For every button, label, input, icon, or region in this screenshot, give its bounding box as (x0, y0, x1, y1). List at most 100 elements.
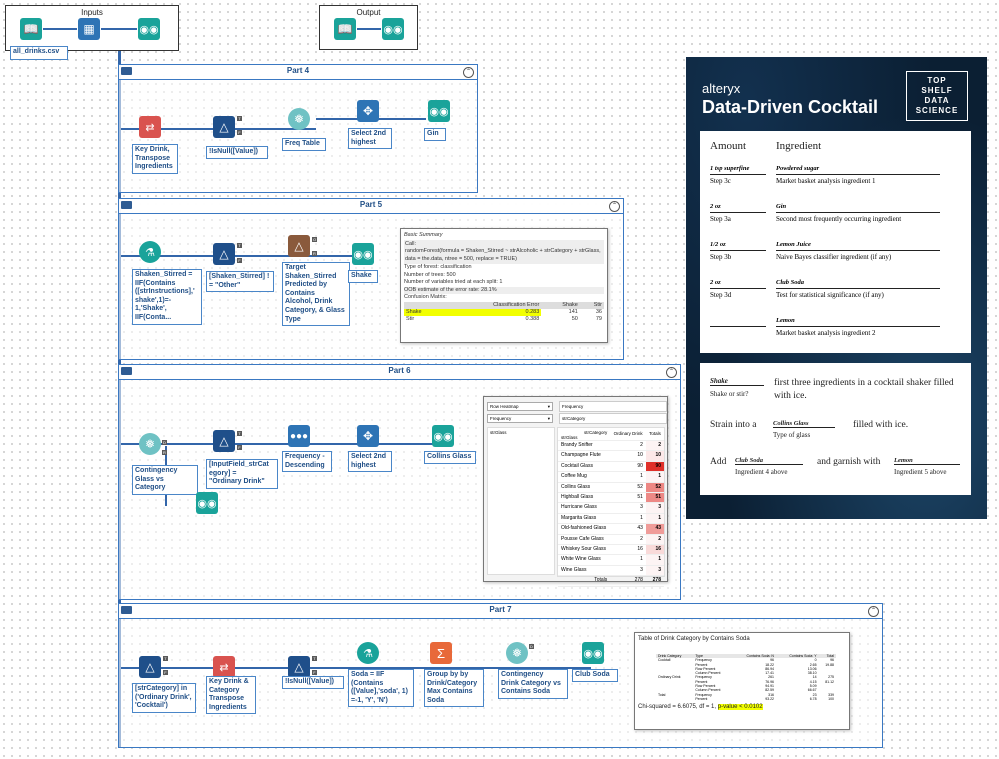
select-records-tool[interactable]: ✥ (357, 100, 379, 122)
true-anchor[interactable]: T (237, 243, 242, 248)
row-field-area[interactable]: strGlass (487, 427, 555, 575)
browse-tool[interactable]: ◉◉ (138, 18, 160, 40)
false-anchor[interactable]: F (237, 445, 242, 450)
amount-step: Step 3c (710, 177, 731, 185)
tool-label[interactable]: !IsNull([Value]) (282, 676, 344, 689)
container-icon (121, 367, 132, 375)
container-icon (121, 67, 132, 75)
tool-label[interactable]: Contingency Drink Category vs Contains S… (498, 669, 568, 699)
tool-label[interactable]: Club Soda (572, 669, 618, 682)
report-anchor[interactable]: R (162, 450, 167, 455)
tool-label[interactable]: Frequency - Descending (282, 451, 332, 473)
summarize-tool[interactable]: Σ (430, 642, 452, 664)
contingency-title: Table of Drink Category by Contains Soda (638, 636, 750, 642)
tool-label[interactable]: Target Shaken_Stirred Predicted by Conta… (282, 262, 350, 327)
heatmap-type-dropdown[interactable]: Row Heatmap▾ (487, 402, 553, 411)
tool-label[interactable]: Gin (424, 128, 446, 141)
heatmap-measure-dropdown[interactable]: Frequency▾ (487, 414, 553, 423)
tool-label[interactable]: Select 2nd highest (348, 451, 392, 473)
tool-label[interactable]: Collins Glass (424, 451, 476, 464)
tool-label[interactable]: Soda = IIF (Contains ([Value],'soda', 1)… (348, 669, 414, 708)
formula-tool[interactable]: ⚗ (357, 642, 379, 664)
add-fill: Club Soda (735, 457, 803, 465)
tool-label[interactable]: Key Drink & Category Transpose Ingredien… (206, 676, 256, 715)
tool-label[interactable]: [Shaken_Stirred] ! = "Other" (206, 271, 274, 293)
book-icon: 📖 (23, 22, 39, 36)
true-anchor[interactable]: T (237, 116, 242, 121)
false-anchor[interactable]: F (237, 258, 242, 263)
chevron-down-icon: ▾ (547, 416, 550, 421)
basic-summary-panel[interactable]: Basic Summary Call: randomForest(formula… (400, 228, 608, 343)
output-anchor[interactable]: O (312, 237, 317, 242)
contingency-table-tool[interactable]: ❅ (139, 433, 161, 455)
browse-tool[interactable]: ◉◉ (196, 492, 218, 514)
browse-tool[interactable]: ◉◉ (428, 100, 450, 122)
frequency-table-tool[interactable]: ❅ (288, 108, 310, 130)
true-anchor[interactable]: T (237, 431, 242, 436)
filter-icon: △ (219, 247, 229, 261)
tool-label[interactable]: [strCategory] in ('Ordinary Drink', 'Coc… (132, 683, 196, 713)
tool-label[interactable]: [InputField_strCat egory] = "Ordinary Dr… (206, 459, 278, 489)
filter-icon: △ (219, 434, 229, 448)
collapse-icon[interactable]: ⌃ (463, 67, 474, 78)
true-anchor[interactable]: T (163, 656, 168, 661)
sort-tool[interactable]: ●●● (288, 425, 310, 447)
flask-icon: ⚗ (145, 246, 155, 259)
amount-fill (710, 317, 766, 327)
collapse-icon[interactable]: ⌃ (868, 606, 879, 617)
false-anchor[interactable]: F (237, 130, 242, 135)
table-row: Shake 0.283 141 36 (404, 308, 602, 316)
contingency-panel[interactable]: Table of Drink Category by Contains Soda… (634, 632, 850, 730)
tool-label[interactable]: Contingency Glass vs Category (132, 465, 198, 495)
confusion-matrix: Classification Error Shake Stir Shake 0.… (404, 301, 604, 322)
input-data-tool[interactable]: 📖 (334, 18, 356, 40)
output-anchor[interactable]: D (162, 440, 167, 445)
amount-fill: 2 oz (710, 203, 766, 213)
tool-label[interactable]: !IsNull([Value]) (206, 146, 268, 159)
tool-label[interactable]: Select 2nd highest (348, 128, 392, 150)
file-label[interactable]: all_drinks.csv (10, 46, 68, 60)
contingency-table-tool[interactable]: ❅ (506, 642, 528, 664)
select-records-tool[interactable]: ✥ (357, 425, 379, 447)
chevron-down-icon: ▾ (547, 404, 550, 409)
ingredient-desc: Market basket analysis ingredient 1 (776, 177, 876, 185)
row-field-label: strGlass (490, 430, 507, 435)
browse-tool[interactable]: ◉◉ (382, 18, 404, 40)
true-anchor[interactable]: T (312, 656, 317, 661)
tool-label[interactable]: Shaken_Stirred = IIF(Contains ([strInstr… (132, 269, 202, 325)
input-data-tool[interactable]: 📖 (20, 18, 42, 40)
garnish-fill: Lemon (894, 457, 960, 465)
filter-tool[interactable]: △ (213, 243, 235, 265)
filter-tool[interactable]: △ (288, 656, 310, 678)
false-anchor[interactable]: F (163, 670, 168, 675)
browse-tool[interactable]: ◉◉ (432, 425, 454, 447)
tool-label[interactable]: Group by by Drink/Category Max Contains … (424, 669, 484, 708)
output-anchor[interactable]: D (529, 644, 534, 649)
collapse-icon[interactable]: ⌃ (666, 367, 677, 378)
forest-model-tool[interactable]: △ (288, 235, 310, 257)
report-anchor[interactable]: R (312, 251, 317, 256)
formula-tool[interactable]: ⚗ (139, 241, 161, 263)
false-anchor[interactable]: F (312, 670, 317, 675)
container-icon (121, 606, 132, 614)
filter-tool[interactable]: △ (213, 430, 235, 452)
filter-tool[interactable]: △ (213, 116, 235, 138)
browse-tool[interactable]: ◉◉ (582, 642, 604, 664)
transpose-tool[interactable]: ⇄ (213, 656, 235, 678)
transpose-tool[interactable]: ⇄ (139, 116, 161, 138)
transpose-icon: ⇄ (145, 121, 155, 134)
browse-tool[interactable]: ◉◉ (352, 243, 374, 265)
summary-trees: Number of trees: 500 (404, 271, 456, 278)
heatmap-panel[interactable]: Row Heatmap▾ Frequency▾ Frequency strCat… (483, 396, 668, 587)
spiral-icon: ❅ (511, 646, 523, 660)
tool-label[interactable]: Freq Table (282, 138, 326, 151)
tool-label[interactable]: Shake (348, 270, 378, 283)
record-id-tool[interactable]: ▦ (78, 18, 100, 40)
filter-tool[interactable]: △ (139, 656, 161, 678)
tool-label[interactable]: Key Drink, Transpose Ingredients (132, 144, 178, 174)
collapse-icon[interactable]: ⌃ (609, 201, 620, 212)
